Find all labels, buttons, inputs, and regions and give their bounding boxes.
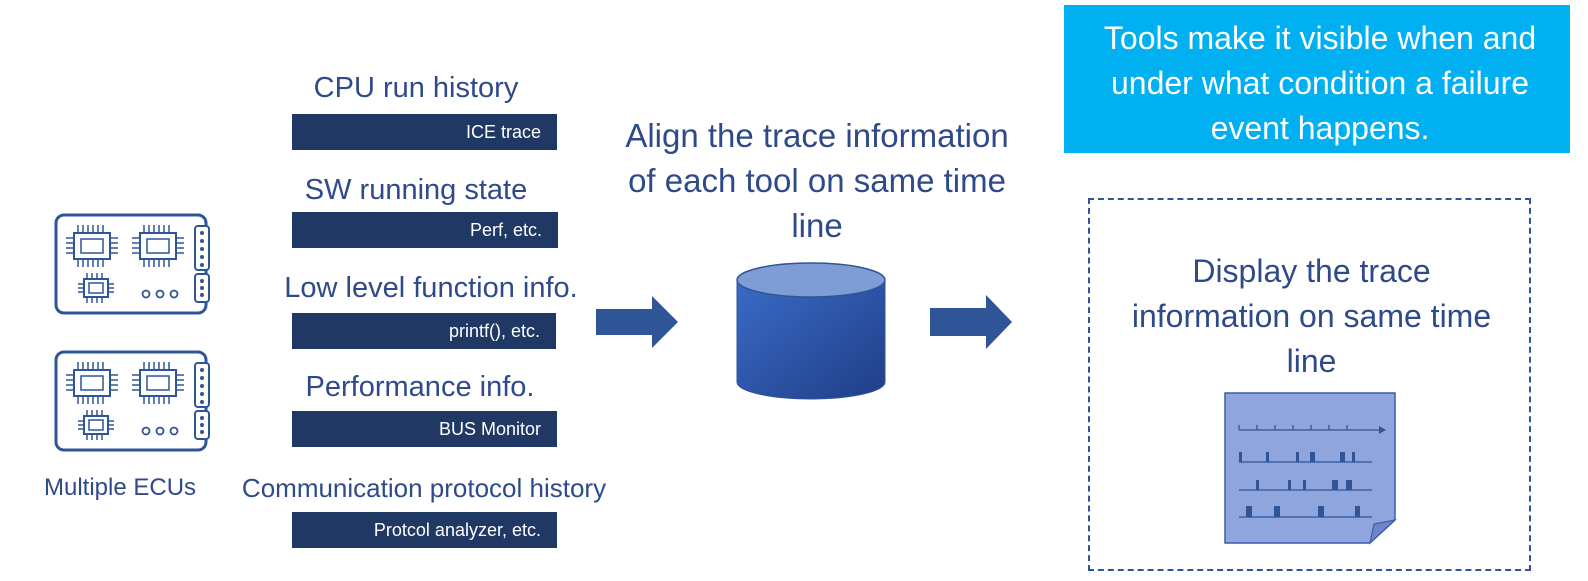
align-text: Align the trace information of each tool… xyxy=(625,117,1009,244)
tool-bar-perf: Perf, etc. xyxy=(292,212,558,248)
ecu-label: Multiple ECUs xyxy=(44,474,197,501)
tool-bar-protocol-analyzer: Protcol analyzer, etc. xyxy=(292,512,557,548)
callout-box: Tools make it visible when and under wha… xyxy=(1064,5,1570,153)
category-title-communication: Communication protocol history xyxy=(241,473,607,503)
tool-bar-printf: printf(), etc. xyxy=(292,313,556,349)
timeline-document-icon xyxy=(1224,392,1397,545)
ecu-board-icon xyxy=(54,213,210,315)
category-title-performance: Performance info. xyxy=(305,371,535,403)
display-panel: Display the trace information on same ti… xyxy=(1088,198,1531,571)
database-cylinder-icon xyxy=(736,262,886,400)
category-title-sw: SW running state xyxy=(304,174,528,206)
right-arrow-icon xyxy=(596,296,678,348)
category-title-cpu: CPU run history xyxy=(313,72,519,104)
ecu-board-icon xyxy=(54,350,210,452)
display-text: Display the trace information on same ti… xyxy=(1131,253,1492,379)
tool-bar-ice-trace: ICE trace xyxy=(292,114,557,150)
category-title-low-level: Low level function info. xyxy=(284,272,578,304)
right-arrow-icon xyxy=(930,295,1012,349)
tool-bar-bus-monitor: BUS Monitor xyxy=(292,411,557,447)
